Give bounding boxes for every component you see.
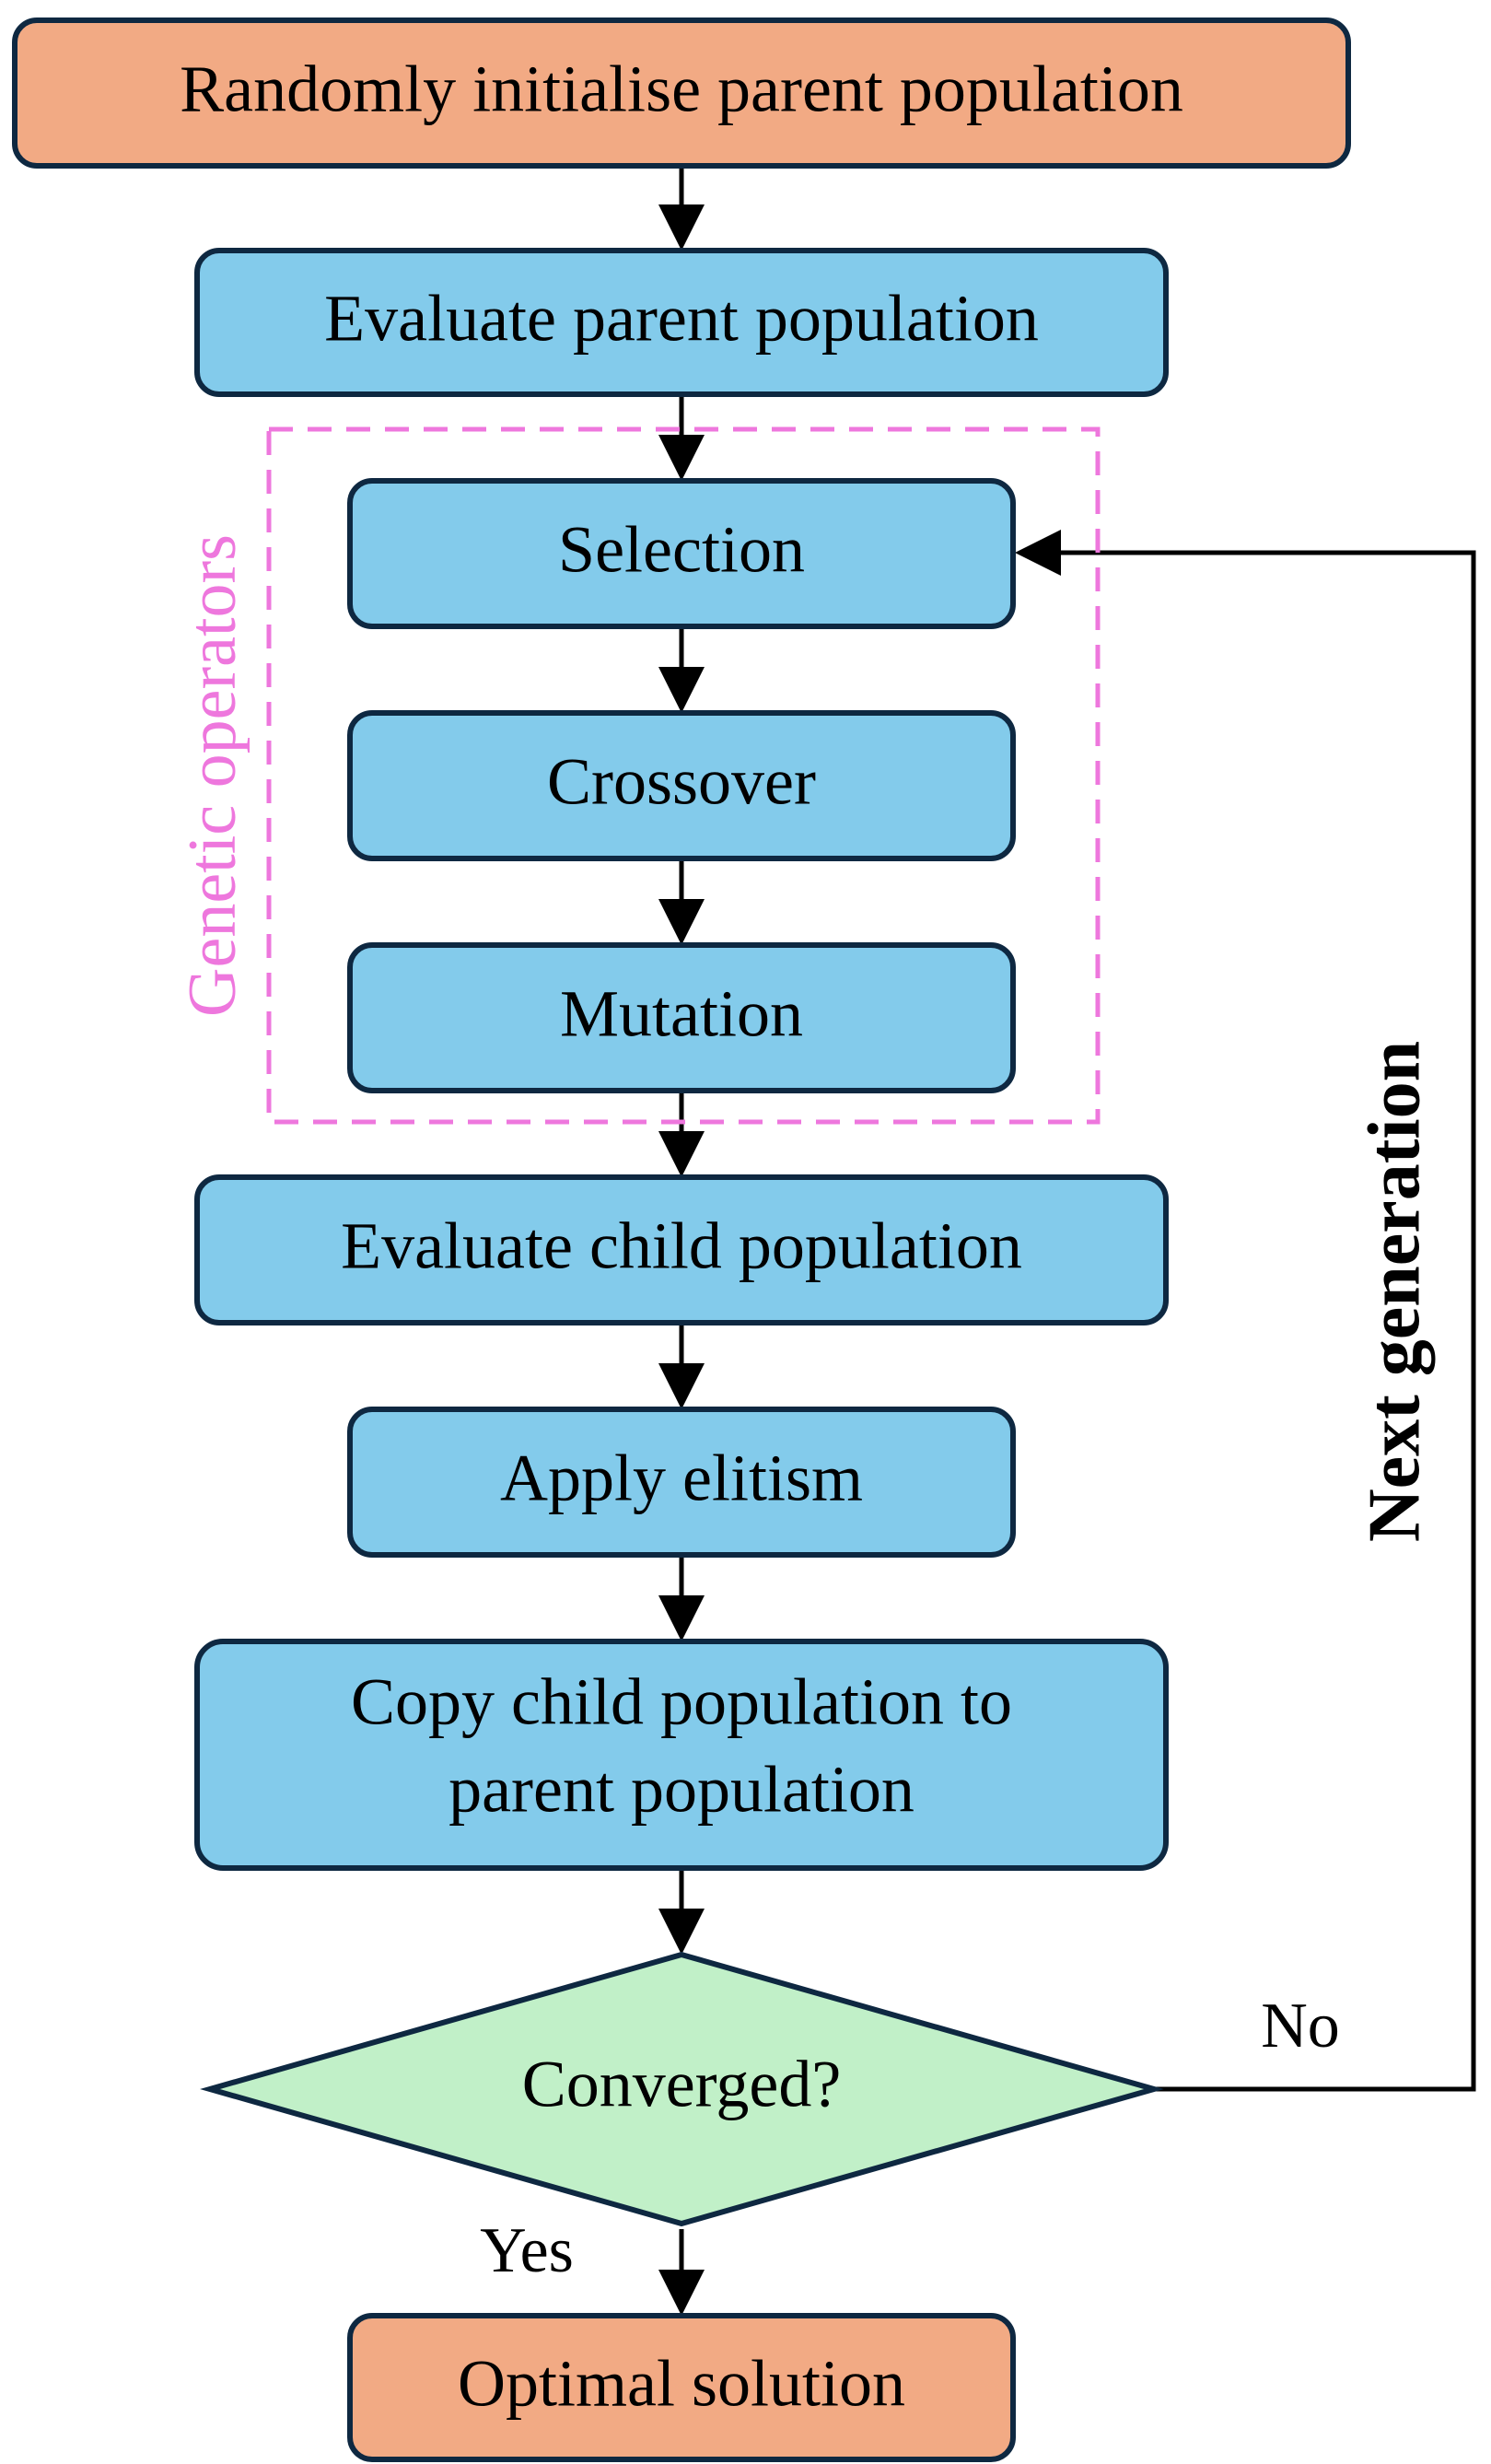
node-crossover-label: Crossover — [547, 745, 816, 819]
node-mutation-label: Mutation — [560, 977, 803, 1051]
node-crossover: Crossover — [347, 710, 1016, 861]
arrow-loop-no-to-selection — [1015, 530, 1476, 2092]
node-apply-elitism-label: Apply elitism — [500, 1442, 863, 1515]
node-init: Randomly initialise parent population — [12, 18, 1351, 169]
node-evaluate-child: Evaluate child population — [194, 1174, 1169, 1325]
node-mutation: Mutation — [347, 942, 1016, 1093]
node-evaluate-parent: Evaluate parent population — [194, 248, 1169, 397]
node-apply-elitism: Apply elitism — [347, 1407, 1016, 1558]
node-copy-population-line2: parent population — [448, 1753, 914, 1827]
node-converged-decision: Converged? — [200, 1951, 1164, 2227]
connectors — [658, 164, 1476, 2316]
node-selection-label: Selection — [558, 513, 805, 587]
node-init-label: Randomly initialise parent population — [180, 53, 1183, 126]
genetic-operators-label: Genetic operators — [175, 534, 250, 1017]
node-converged-label: Converged? — [522, 2048, 842, 2121]
node-optimal-solution: Optimal solution — [347, 2313, 1016, 2462]
edge-label-no: No — [1261, 1991, 1340, 2061]
node-copy-population: Copy child population to parent populati… — [194, 1639, 1169, 1871]
edge-label-next-generation: Next generation — [1354, 1041, 1435, 1542]
node-copy-population-line1: Copy child population to — [351, 1665, 1012, 1739]
edge-label-yes: Yes — [480, 2215, 574, 2286]
node-optimal-solution-label: Optimal solution — [458, 2347, 905, 2421]
node-evaluate-parent-label: Evaluate parent population — [324, 282, 1039, 356]
node-selection: Selection — [347, 478, 1016, 629]
node-evaluate-child-label: Evaluate child population — [341, 1209, 1022, 1283]
genetic-operators-group — [266, 426, 1101, 1125]
